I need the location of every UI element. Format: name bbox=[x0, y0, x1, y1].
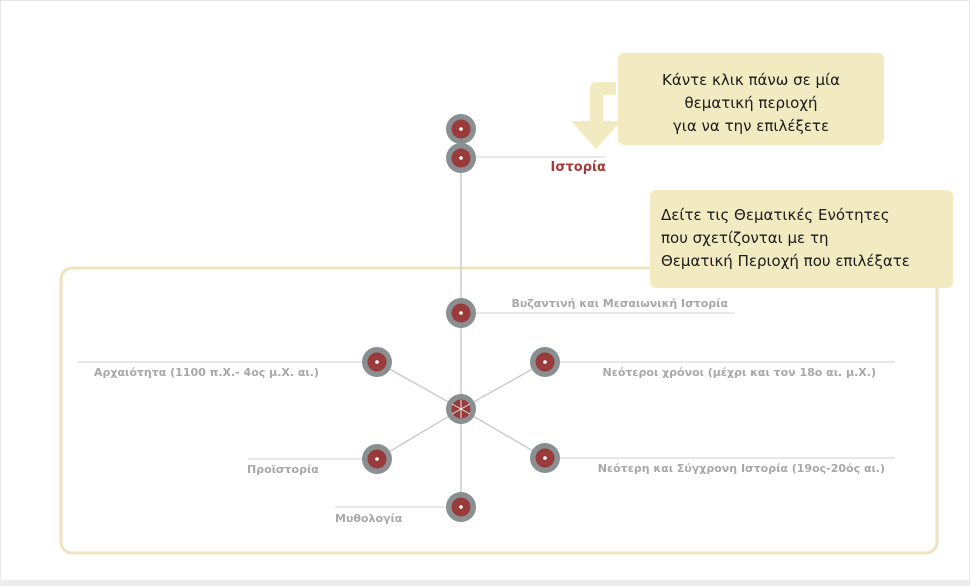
unit-label-prehistory[interactable]: Προϊστορία bbox=[247, 463, 319, 476]
click-hint-line: για να την επιλέξετε bbox=[672, 117, 830, 135]
node-byzantine[interactable] bbox=[446, 298, 476, 328]
node-parent[interactable] bbox=[446, 114, 476, 144]
unit-label-mythology[interactable]: Μυθολογία bbox=[335, 512, 403, 525]
node-prehistory[interactable] bbox=[362, 444, 392, 474]
related-hint-line: Θεματική Περιοχή που επιλέξατε bbox=[661, 252, 910, 270]
bottom-edge bbox=[0, 580, 970, 586]
spoke-line bbox=[460, 361, 546, 410]
spoke-line bbox=[376, 361, 462, 410]
down-arrow-icon bbox=[571, 82, 621, 149]
node-antiquity[interactable] bbox=[362, 347, 392, 377]
spoke-line bbox=[460, 408, 546, 459]
unit-label-byzantine[interactable]: Βυζαντινή και Μεσαιωνική Ιστορία bbox=[511, 297, 728, 310]
selected-area-label[interactable]: Ιστορία bbox=[550, 160, 607, 175]
node-hub bbox=[446, 394, 476, 424]
node-contemporary[interactable] bbox=[530, 443, 560, 473]
unit-label-antiquity[interactable]: Αρχαιότητα (1100 π.Χ.- 4ος μ.Χ. αι.) bbox=[94, 366, 319, 379]
node-modern[interactable] bbox=[530, 347, 560, 377]
click-hint-line: θεματική περιοχή bbox=[684, 94, 818, 112]
spoke-line bbox=[376, 408, 462, 460]
related-units-panel bbox=[59, 266, 939, 555]
node-selected-area[interactable] bbox=[446, 143, 476, 173]
unit-label-contemporary[interactable]: Νεότερη και Σύγχρονη Ιστορία (19ος-20ός … bbox=[597, 462, 885, 475]
unit-label-modern[interactable]: Νεότεροι χρόνοι (μέχρι και τον 18ο αι. μ… bbox=[602, 366, 877, 379]
related-hint-tooltip: Δείτε τις Θεματικές Ενότητες που σχετίζο… bbox=[650, 190, 953, 288]
node-mythology[interactable] bbox=[446, 492, 476, 522]
related-hint-line: που σχετίζονται με τη bbox=[661, 229, 829, 247]
label-guides bbox=[78, 156, 895, 508]
click-hint-tooltip: Κάντε κλικ πάνω σε μία θεματική περιοχή … bbox=[618, 53, 884, 145]
related-hint-line: Δείτε τις Θεματικές Ενότητες bbox=[661, 206, 890, 224]
click-hint-line: Κάντε κλικ πάνω σε μία bbox=[662, 71, 840, 89]
